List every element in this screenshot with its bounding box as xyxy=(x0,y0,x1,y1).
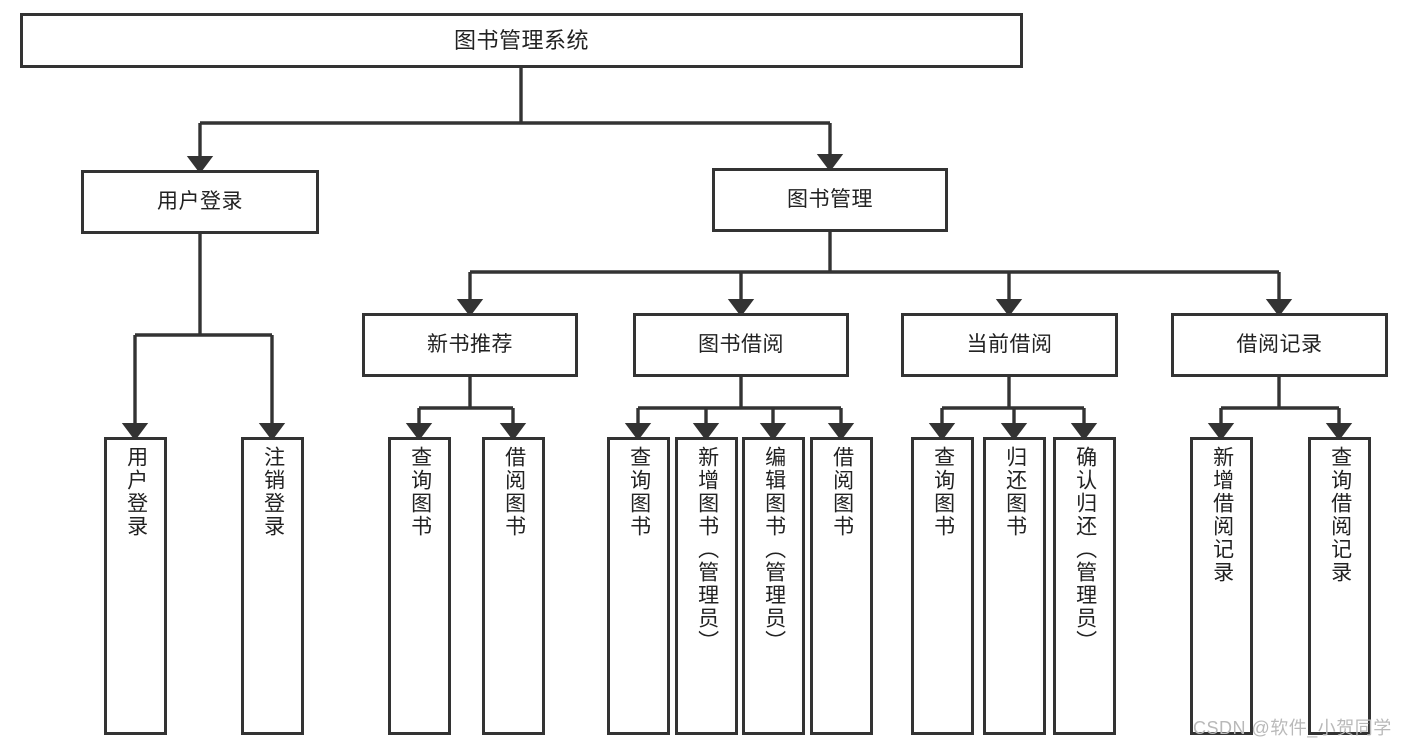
node-book-manage[interactable]: 图书管理 xyxy=(712,168,948,232)
node-current-borrow[interactable]: 当前借阅 xyxy=(901,313,1118,377)
node-leaf-query-book-1[interactable]: 查询图书 xyxy=(388,437,451,735)
node-leaf-borrow-book-2-label: 借阅图书 xyxy=(830,446,854,538)
node-leaf-add-record-label: 新增借阅记录 xyxy=(1210,446,1234,584)
node-book-borrow[interactable]: 图书借阅 xyxy=(633,313,849,377)
node-leaf-confirm-return-label: 确认归还（管理员） xyxy=(1073,446,1097,653)
node-leaf-user-logout[interactable]: 注销登录 xyxy=(241,437,304,735)
node-leaf-query-book-3[interactable]: 查询图书 xyxy=(911,437,974,735)
node-leaf-query-book-1-label: 查询图书 xyxy=(408,446,432,538)
node-leaf-add-book[interactable]: 新增图书（管理员） xyxy=(675,437,738,735)
node-leaf-add-book-label: 新增图书（管理员） xyxy=(695,446,719,653)
node-leaf-query-book-3-label: 查询图书 xyxy=(931,446,955,538)
node-leaf-user-login-label: 用户登录 xyxy=(124,446,148,538)
node-leaf-edit-book[interactable]: 编辑图书（管理员） xyxy=(742,437,805,735)
node-leaf-return-book-label: 归还图书 xyxy=(1003,446,1027,538)
node-user-login-label: 用户登录 xyxy=(157,189,243,213)
node-leaf-query-record-label: 查询借阅记录 xyxy=(1328,446,1352,584)
node-borrow-record[interactable]: 借阅记录 xyxy=(1171,313,1388,377)
node-leaf-confirm-return[interactable]: 确认归还（管理员） xyxy=(1053,437,1116,735)
node-root[interactable]: 图书管理系统 xyxy=(20,13,1023,68)
node-leaf-user-logout-label: 注销登录 xyxy=(261,446,285,538)
node-book-manage-label: 图书管理 xyxy=(787,187,873,211)
node-root-label: 图书管理系统 xyxy=(453,27,589,53)
node-leaf-add-record[interactable]: 新增借阅记录 xyxy=(1190,437,1253,735)
csdn-watermark: CSDN @软件_小贺同学 xyxy=(1193,718,1392,738)
node-leaf-edit-book-label: 编辑图书（管理员） xyxy=(762,446,786,653)
node-leaf-query-book-2-label: 查询图书 xyxy=(627,446,651,538)
node-current-borrow-label: 当前借阅 xyxy=(966,332,1053,356)
node-leaf-user-login[interactable]: 用户登录 xyxy=(104,437,167,735)
node-user-login[interactable]: 用户登录 xyxy=(81,170,319,234)
node-book-borrow-label: 图书借阅 xyxy=(698,332,784,356)
node-leaf-query-book-2[interactable]: 查询图书 xyxy=(607,437,670,735)
node-leaf-return-book[interactable]: 归还图书 xyxy=(983,437,1046,735)
node-leaf-borrow-book-2[interactable]: 借阅图书 xyxy=(810,437,873,735)
node-borrow-record-label: 借阅记录 xyxy=(1236,332,1323,356)
node-leaf-borrow-book-1-label: 借阅图书 xyxy=(502,446,526,538)
node-leaf-borrow-book-1[interactable]: 借阅图书 xyxy=(482,437,545,735)
node-leaf-query-record[interactable]: 查询借阅记录 xyxy=(1308,437,1371,735)
node-new-book-recommend[interactable]: 新书推荐 xyxy=(362,313,578,377)
node-new-book-recommend-label: 新书推荐 xyxy=(427,332,513,356)
